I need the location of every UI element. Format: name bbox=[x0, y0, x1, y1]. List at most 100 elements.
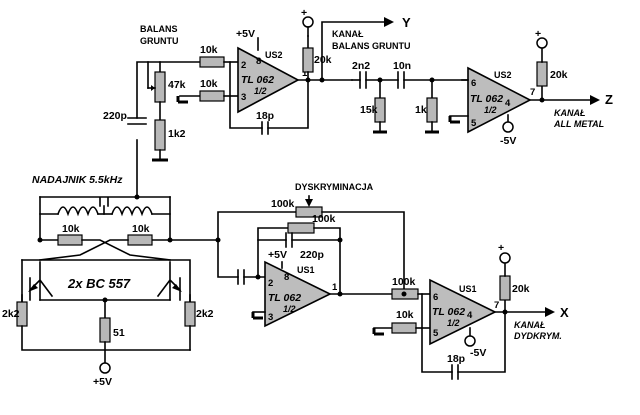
res-1k-label: 1k bbox=[415, 104, 427, 116]
res-10k-us1b-label: 10k bbox=[396, 309, 414, 321]
us2b-model: TL 062 bbox=[470, 93, 503, 105]
us1b-name: US1 bbox=[459, 284, 477, 294]
cap-18p-top-label: 18p bbox=[256, 110, 274, 122]
res-10k-mid-label: 10k bbox=[200, 78, 218, 90]
balans-gruntu-label-2: GRUNTU bbox=[140, 36, 179, 46]
res-20k-top-label: 20k bbox=[314, 54, 332, 66]
pot-47k-label: 47k bbox=[168, 79, 186, 91]
us2a-model: TL 062 bbox=[241, 74, 274, 86]
us2b-pin6: 6 bbox=[471, 78, 476, 89]
cap-220p-top-label: 220p bbox=[103, 110, 127, 122]
us1a-half: 1/2 bbox=[283, 304, 296, 314]
wire-top-left bbox=[127, 61, 201, 198]
us1a-pin3: 3 bbox=[268, 312, 273, 323]
cap-18p-bottom-label: 18p bbox=[447, 353, 465, 365]
kanal-x-label-1: KANAŁ bbox=[514, 320, 546, 330]
us1b-half: 1/2 bbox=[447, 318, 460, 328]
us2a-pin3: 3 bbox=[241, 92, 246, 103]
us1a-name: US1 bbox=[297, 265, 315, 275]
cap-18p-bottom bbox=[421, 293, 506, 380]
us1b-vee bbox=[464, 327, 476, 347]
us2a-half: 1/2 bbox=[254, 86, 267, 96]
res-20k-us2b-label: 20k bbox=[550, 69, 568, 81]
us1b-pin4: 4 bbox=[467, 310, 473, 321]
us1b-pin5: 5 bbox=[433, 328, 439, 339]
us1b-pin6: 6 bbox=[433, 292, 438, 303]
us2b-vee-label: -5V bbox=[500, 135, 516, 147]
us2b-output bbox=[529, 37, 600, 105]
us2b-name: US2 bbox=[494, 70, 512, 80]
us1a-vcc-label: +5V bbox=[268, 249, 287, 261]
res-2k2-left-label: 2k2 bbox=[2, 308, 20, 320]
opamp-us2-a bbox=[237, 46, 300, 114]
us2a-name: US2 bbox=[265, 50, 283, 60]
supply-5v-osc-label: +5V bbox=[93, 376, 112, 388]
us2b-vee bbox=[502, 114, 514, 133]
balans-gruntu-label-1: BALANS bbox=[140, 24, 178, 34]
res-20k-us1b-label: 20k bbox=[512, 283, 530, 295]
output-y bbox=[321, 17, 394, 81]
output-y-label: Y bbox=[402, 15, 411, 30]
oscillator-coil bbox=[39, 194, 171, 241]
res-100k-in-label: 100k bbox=[392, 276, 416, 288]
res-10k-us1b bbox=[372, 322, 431, 336]
us2b-half: 1/2 bbox=[484, 105, 497, 115]
us1b-vee-label: -5V bbox=[470, 347, 486, 359]
res-osc-10k-a-label: 10k bbox=[62, 223, 80, 235]
res-osc-10k-b-label: 10k bbox=[132, 223, 150, 235]
res-51-label: 51 bbox=[113, 327, 125, 339]
us2b-pin7: 7 bbox=[530, 87, 535, 98]
us1b-output bbox=[494, 252, 555, 317]
res-10k-top bbox=[199, 56, 239, 68]
nadajnik-label: NADAJNIK 5.5kHz bbox=[32, 174, 123, 186]
osc-cross-resistors bbox=[37, 234, 173, 261]
us2b-pin5: 5 bbox=[471, 118, 477, 129]
discrim-feedback bbox=[257, 222, 343, 296]
res-51 bbox=[99, 299, 111, 374]
res-100k-pot-label: 100k bbox=[271, 198, 295, 210]
res-15k-label: 15k bbox=[360, 104, 378, 116]
res-1k2-label: 1k2 bbox=[168, 128, 186, 140]
kanal-z-label-1: KANAŁ bbox=[554, 108, 586, 118]
plus-top-us2a: + bbox=[301, 7, 307, 19]
cap-18p-top bbox=[229, 61, 309, 135]
us2b-pin4: 4 bbox=[505, 98, 511, 109]
us2a-pin2: 2 bbox=[241, 60, 246, 71]
us2a-output bbox=[297, 16, 353, 83]
cap-10n-label: 10n bbox=[393, 60, 411, 72]
us1b-model: TL 062 bbox=[432, 306, 465, 318]
transistor-label: 2x BC 557 bbox=[67, 276, 131, 291]
res-100k-fb-label: 100k bbox=[312, 213, 336, 225]
plus-us1b: + bbox=[498, 242, 504, 254]
kanal-y-label-2: BALANS GRUNTU bbox=[332, 41, 411, 51]
plus-top-us2b: + bbox=[535, 28, 541, 40]
res-2k2-right-label: 2k2 bbox=[196, 308, 214, 320]
us1a-output bbox=[329, 288, 431, 300]
opamp-us2-b bbox=[448, 66, 532, 134]
dyskryminacja-label: DYSKRYMINACJA bbox=[295, 182, 374, 192]
us2a-pin1: 1 bbox=[302, 68, 308, 79]
output-x-label: X bbox=[560, 305, 569, 320]
pot-47k bbox=[147, 61, 168, 162]
us1a-pin1: 1 bbox=[332, 282, 338, 293]
res-10k-mid bbox=[176, 90, 239, 104]
kanal-y-label-1: KANAŁ bbox=[332, 29, 364, 39]
us2a-pin8: 8 bbox=[256, 56, 261, 67]
us2a-vcc-label: +5V bbox=[236, 28, 255, 40]
opamp-us1-b bbox=[429, 278, 497, 346]
cap-2n2-label: 2n2 bbox=[352, 60, 370, 72]
kanal-z-label-2: ALL METAL bbox=[553, 119, 604, 129]
opamp-us1-a bbox=[251, 260, 332, 328]
highpass-filter bbox=[351, 71, 469, 134]
us1b-pin7: 7 bbox=[494, 300, 499, 311]
output-z-label: Z bbox=[605, 92, 613, 107]
us1a-pin8: 8 bbox=[284, 272, 289, 283]
res-10k-top-label: 10k bbox=[200, 44, 218, 56]
kanal-x-label-2: DYDKRYM. bbox=[514, 331, 562, 341]
us1a-model: TL 062 bbox=[268, 292, 301, 304]
res-2k2-right bbox=[184, 294, 196, 351]
cap-220p-fb-label: 220p bbox=[300, 249, 324, 261]
res-2k2-left bbox=[16, 294, 191, 351]
us1a-pin2: 2 bbox=[268, 278, 273, 289]
